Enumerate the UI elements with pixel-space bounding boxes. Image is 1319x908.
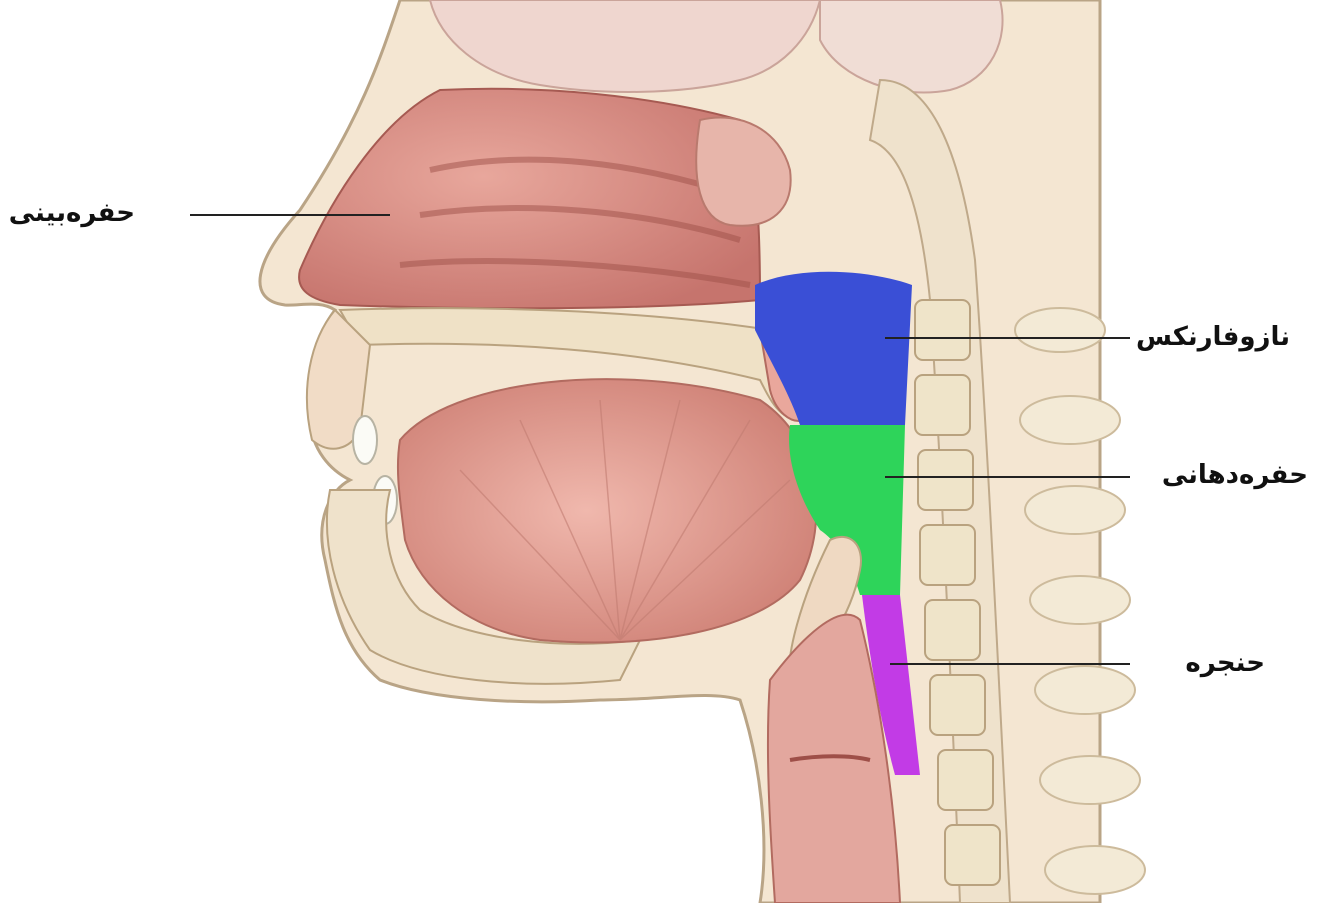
label-nasal-cavity: حفره‌بینی bbox=[10, 198, 135, 228]
leader-larynx bbox=[890, 663, 1130, 665]
leader-oral-cavity bbox=[885, 476, 1130, 478]
leader-nasopharynx bbox=[885, 337, 1130, 339]
edge-fade bbox=[1180, 0, 1319, 903]
tongue bbox=[398, 379, 816, 642]
upper-tooth bbox=[353, 416, 377, 464]
label-oral-cavity: حفره‌دهانی bbox=[1140, 460, 1308, 490]
leader-nasal-cavity bbox=[190, 214, 390, 216]
label-larynx: حنجره bbox=[1150, 648, 1265, 678]
label-nasopharynx: نازوفارنکس bbox=[1140, 322, 1290, 352]
